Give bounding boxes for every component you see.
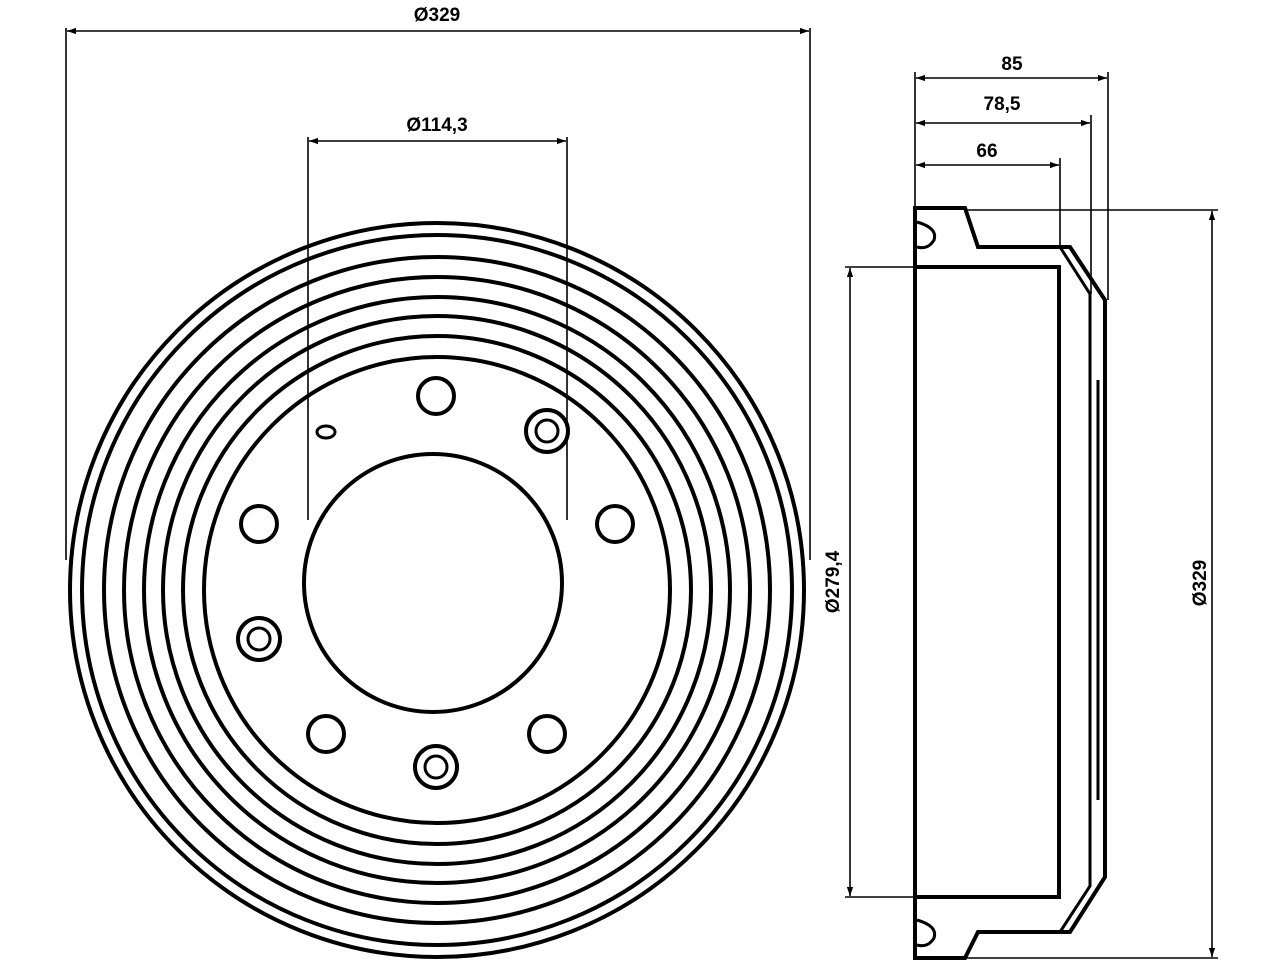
front-dimensions: Ø329 Ø114,3	[65, 5, 811, 560]
dim-label-side-outer-diameter: Ø329	[1190, 560, 1211, 606]
drum-cavity	[913, 265, 1061, 899]
bolt-hole-top	[416, 376, 456, 416]
drum-inner-profile	[1058, 246, 1092, 933]
outer-rim	[68, 221, 806, 959]
front-view: Ø329 Ø114,3	[65, 5, 811, 959]
ring-7	[181, 334, 693, 846]
dim-label-outer-diameter: Ø329	[414, 5, 460, 26]
side-dimensions: 85 78,5 66 Ø279,4 Ø329	[823, 54, 1218, 959]
ring-3	[102, 255, 772, 925]
bolt-hole-bottom-left	[306, 714, 346, 754]
fixing-screws	[236, 408, 570, 790]
bolt-hole-right	[595, 504, 635, 544]
ring-4	[122, 275, 752, 905]
screw-top-right-outer	[524, 408, 570, 454]
bolt-hole-bottom-right	[527, 714, 567, 754]
ring-2	[80, 233, 794, 947]
drum-profile	[913, 206, 1107, 960]
ring-5	[142, 295, 732, 885]
dim-label-78-5: 78,5	[984, 94, 1021, 115]
lug-notch-top	[916, 220, 937, 250]
pin-hole	[315, 424, 337, 440]
ring-8	[202, 355, 672, 825]
center-bore	[302, 452, 564, 714]
dim-label-85: 85	[1001, 54, 1023, 75]
screw-bottom-inner	[423, 754, 449, 780]
side-view: 85 78,5 66 Ø279,4 Ø329	[823, 54, 1218, 960]
dim-label-inner-diameter: Ø279,4	[823, 550, 844, 613]
bolt-holes	[239, 376, 635, 754]
bolt-hole-left	[239, 504, 279, 544]
drum-rings	[68, 221, 806, 959]
screw-top-right-inner	[534, 418, 560, 444]
dim-label-bolt-circle: Ø114,3	[406, 115, 467, 136]
ring-6	[161, 314, 713, 866]
dim-label-66: 66	[976, 141, 997, 162]
lug-notch-bottom	[916, 918, 937, 948]
screw-left-outer	[236, 616, 282, 662]
screw-left-inner	[246, 626, 272, 652]
screw-bottom-outer	[413, 744, 459, 790]
